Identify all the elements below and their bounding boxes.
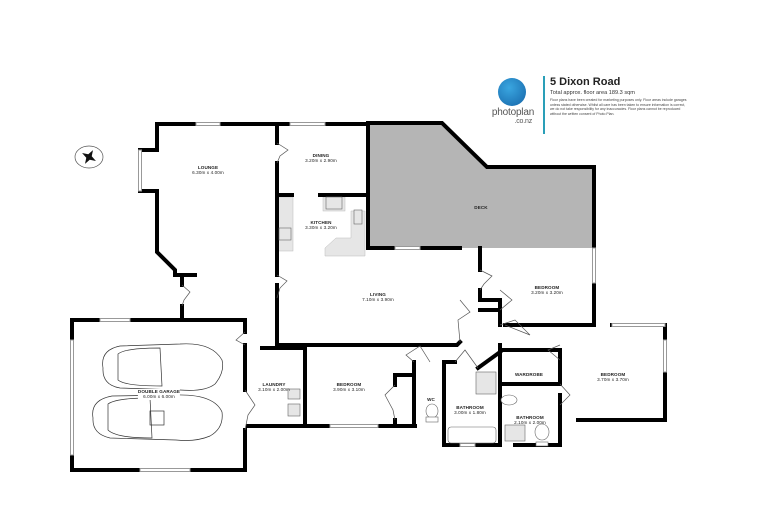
house-logo-icon — [498, 78, 526, 106]
cooktop-icon — [325, 196, 343, 210]
toilet-icon — [425, 403, 439, 419]
toilet-icon — [534, 423, 550, 441]
compass-rose-icon — [74, 145, 104, 169]
laundry-tub-icon — [287, 388, 301, 400]
property-address: 5 Dixon Road — [550, 76, 621, 88]
photoplan-logo: photoplan.co.nz — [488, 78, 536, 134]
walls — [70, 121, 667, 472]
washer-icon — [287, 403, 301, 417]
room-label-deck: DECK — [474, 205, 488, 210]
basin-icon — [500, 394, 518, 406]
room-label-wardrobe: WARDROBE — [514, 372, 544, 377]
bathtub-icon — [447, 426, 497, 444]
kitchen-sink-icon — [353, 209, 363, 225]
floor-area: Total approx. floor area 189.3 sqm — [550, 90, 635, 96]
brand-name: photoplan — [491, 107, 535, 118]
sink-icon — [278, 227, 292, 241]
fixtures — [278, 196, 550, 447]
header-divider — [543, 76, 545, 134]
deck-area — [368, 123, 594, 248]
vanity-icon — [504, 424, 526, 442]
doors — [181, 142, 571, 431]
car-icons — [92, 343, 224, 441]
disclaimer-text: Floor plans have been created for market… — [550, 98, 687, 116]
shower-icon — [475, 371, 497, 395]
windows — [70, 122, 667, 472]
plan-header: photoplan.co.nz 5 Dixon Road Total appro… — [488, 76, 708, 136]
room-label-wc: WC — [427, 397, 435, 402]
brand-domain: .co.nz — [514, 118, 533, 125]
